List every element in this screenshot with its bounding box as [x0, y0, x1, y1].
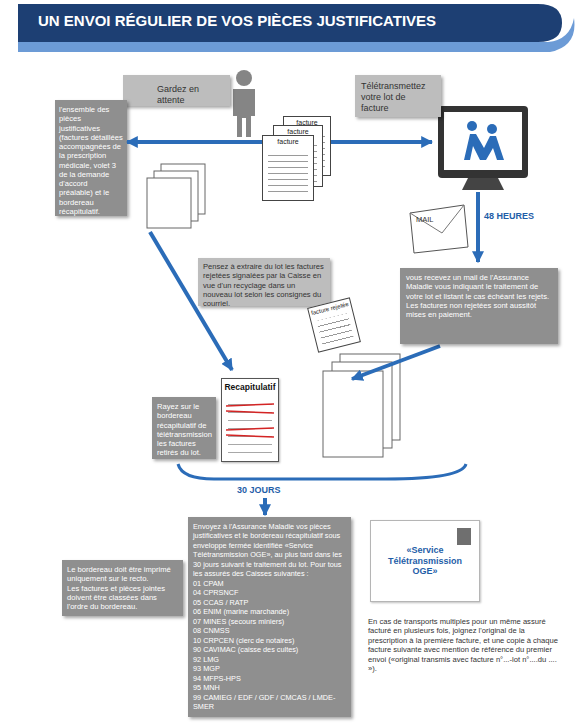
invoice-sheet: facture — [262, 135, 314, 201]
service-envelope: «Service Télétransmission OGE» — [370, 520, 480, 602]
node-text: l'ensemble des pièces justificatives (fa… — [59, 105, 123, 216]
flow-arrow — [127, 140, 262, 144]
node-text: facture — [265, 138, 311, 147]
print-advice-box: Le bordereau doit être imprimé uniquemen… — [62, 560, 183, 616]
node-text: 99 CAMIEG / EDF / GDF / CMCAS / LMDE-SME… — [193, 693, 346, 712]
node-text: «Service Télétransmission OGE» — [381, 545, 469, 578]
node-text: Rayez sur le bordereau récapitulatif de … — [157, 402, 211, 458]
strike-advice-box: Rayez sur le bordereau récapitulatif de … — [152, 397, 216, 459]
node-text: Les factures et pièces jointes doivent ê… — [67, 584, 178, 612]
mail-info-box: vous recevez un mail de l'Assurance Mala… — [400, 268, 558, 344]
envelope-outline — [408, 203, 470, 255]
node-text: 10 CRPCEN (clerc de notaires) — [193, 636, 346, 645]
reject-advice-box: Pensez à extraire du lot les factures re… — [198, 258, 330, 306]
node-text: 90 CAVIMAC (caisse des cultes) — [193, 645, 346, 654]
node-text: 95 MNH — [193, 683, 346, 692]
summary-sheet: Recapitulatif — [221, 378, 279, 462]
node-text: Le bordereau doit être imprimé uniquemen… — [67, 565, 178, 584]
envelope-body — [410, 205, 468, 253]
node-text: 08 CNMSS — [193, 626, 346, 635]
flow-arrow — [476, 192, 480, 262]
mail-envelope: MAIL — [408, 203, 470, 255]
send-box: Envoyez à l'Assurance Maladie vos pièces… — [188, 517, 351, 717]
node-text: 01 CPAM — [193, 579, 346, 588]
node-text: MAIL — [416, 215, 462, 224]
content-box: l'ensemble des pièces justificatives (fa… — [55, 100, 127, 216]
document-stack — [323, 354, 400, 457]
node-text: Gardez en attente — [157, 84, 224, 106]
envelope-flap — [410, 205, 464, 233]
node-text: 07 MINES (secours miniers) — [193, 617, 346, 626]
computer-monitor — [438, 106, 528, 190]
strike-lines — [226, 404, 274, 437]
node-text: 06 ENIM (marine marchande) — [193, 607, 346, 616]
node-text: Télétransmettez votre lot de facture — [361, 81, 435, 114]
transmit-box: Télétransmettez votre lot de facture — [355, 75, 441, 117]
node-text: 04 CPRSNCF — [193, 588, 346, 597]
title-band — [18, 4, 562, 42]
node-text: Envoyez à l'Assurance Maladie vos pièces… — [193, 522, 346, 579]
time-label: 30 JOURS — [237, 485, 281, 495]
rejected-invoice: facture rejetée — [307, 297, 361, 352]
node-text: vous recevez un mail de l'Assurance Mala… — [406, 273, 552, 301]
flow-arrow — [352, 346, 440, 379]
flow-arrow — [322, 140, 432, 144]
node-text: 05 CCAS / RATP — [193, 598, 346, 607]
title-text: UN ENVOI RÉGULIER DE VOS PIÈCES JUSTIFIC… — [38, 12, 436, 29]
person-icon — [233, 70, 255, 137]
hold-box: Gardez en attente — [123, 75, 230, 106]
node-text: Les factures non rejetées sont aussitôt … — [406, 301, 552, 320]
flow-arrow — [263, 498, 267, 515]
time-label: 48 HEURES — [484, 211, 534, 221]
node-text: 94 MFPS-HPS — [193, 674, 346, 683]
note-text: En cas de transports multiples pour un m… — [368, 617, 560, 674]
node-text: Recapitulatif — [224, 382, 276, 392]
node-text: Pensez à extraire du lot les factures re… — [203, 262, 325, 308]
blank-pages — [147, 164, 205, 228]
node-text: 93 MGP — [193, 664, 346, 673]
bracket — [178, 464, 466, 479]
node-text: 92 LMG — [193, 655, 346, 664]
